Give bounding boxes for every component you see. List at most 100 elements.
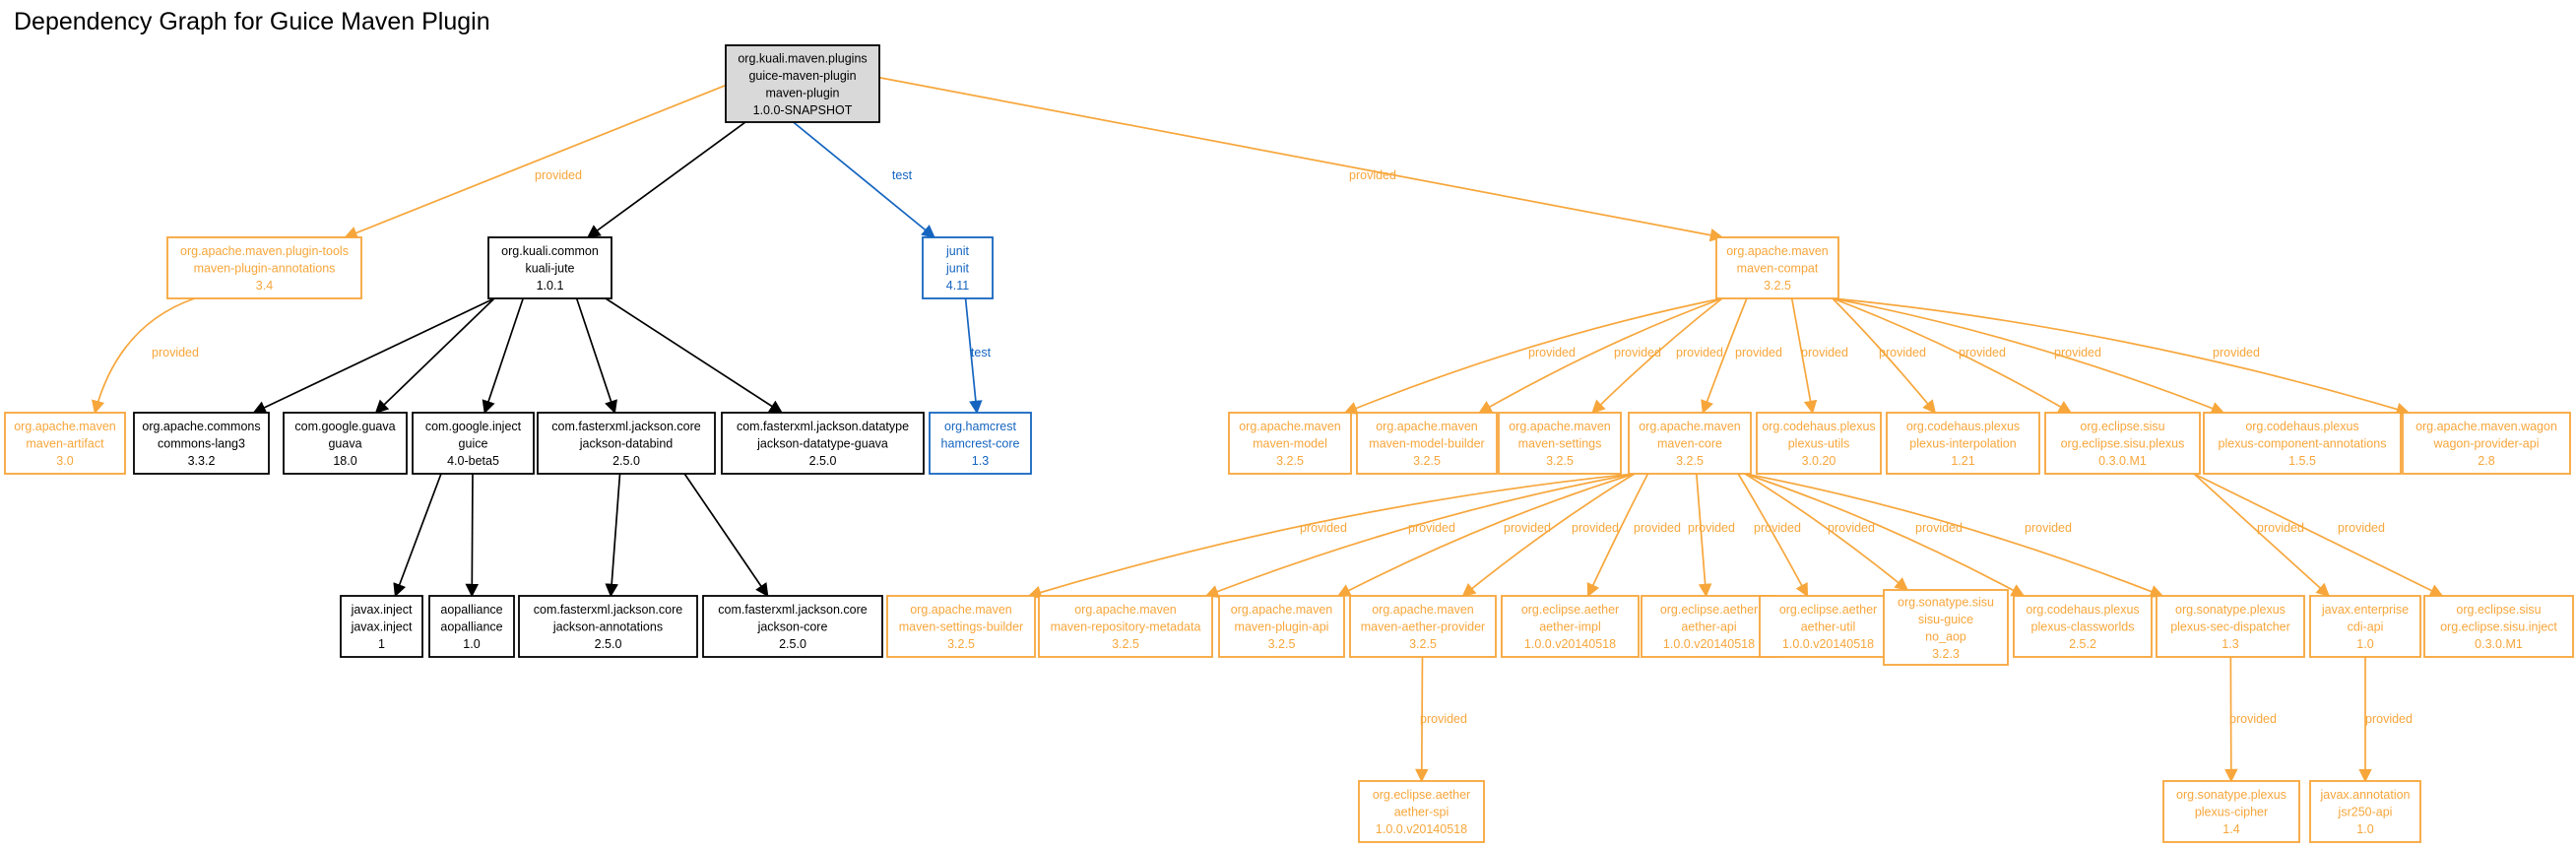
node-label-line: org.apache.maven.wagon (2415, 420, 2557, 433)
node-label-line: 3.2.5 (1276, 454, 1304, 468)
node-label-line: org.apache.maven (1231, 603, 1333, 617)
edge-compat-pinterp: provided (1832, 297, 1937, 415)
edge-line (344, 84, 727, 239)
node-label-line: aopalliance (440, 603, 502, 617)
edge-mcore-psd: provided (1744, 473, 2164, 598)
edge-line (1737, 473, 1809, 598)
node-label-line: maven-settings-builder (899, 620, 1023, 634)
edge-root-junit: test (793, 121, 935, 238)
edge-mcore-sisuguice: provided (1744, 473, 1909, 591)
node-jannot: com.fasterxml.jackson.corejackson-annota… (518, 595, 698, 658)
edge-line (2193, 473, 2444, 597)
edge-line (1461, 473, 1636, 597)
node-box (1038, 595, 1213, 658)
edge-databind-jannot (605, 473, 621, 598)
node-jcore: com.fasterxml.jackson.corejackson-core2.… (702, 595, 883, 658)
node-label-line: 1.0 (463, 637, 480, 651)
node-label-line: 1.0.0.v20140518 (1663, 637, 1755, 651)
node-label-line: jackson-datatype-guava (756, 437, 888, 451)
node-label-line: org.eclipse.aether (1660, 603, 1758, 617)
node-label-line: 4.11 (946, 279, 969, 293)
edge-compat-pca: provided (1832, 297, 2225, 415)
node-label-line: javax.enterprise (2321, 603, 2409, 617)
node-label-line: 18.0 (333, 454, 356, 468)
edge-line (482, 297, 525, 415)
edge-label: provided (1828, 521, 1875, 535)
node-label-line: aopalliance (440, 620, 502, 634)
node-pinterp: org.codehaus.plexusplexus-interpolation1… (1886, 412, 2040, 475)
edge-label: provided (2338, 521, 2385, 535)
node-label-line: plexus-sec-dispatcher (2170, 620, 2290, 634)
edge-line (91, 297, 195, 415)
node-box (1641, 595, 1777, 658)
node-label-line: cdi-api (2348, 620, 2384, 634)
node-box (725, 44, 880, 123)
node-label-line: plexus-utils (1788, 437, 1850, 451)
edge-label: provided (1349, 168, 1396, 182)
edge-label: provided (1300, 521, 1347, 535)
node-label-line: org.apache.maven (14, 420, 116, 433)
node-box (1498, 412, 1622, 475)
node-label-line: org.sonatype.sisu (1898, 595, 1994, 609)
node-label-line: jackson-databind (579, 437, 674, 451)
node-label-line: org.codehaus.plexus (1906, 420, 2020, 433)
node-label-line: 1.0.1 (537, 279, 564, 293)
edge-line (1695, 473, 1712, 598)
edge-kj-guice (482, 297, 525, 415)
node-label-line: maven-artifact (26, 437, 104, 451)
edge-label: provided (1801, 346, 1848, 359)
node-label-line: maven-aether-provider (1361, 620, 1485, 634)
node-label-line: 2.5.0 (809, 454, 837, 468)
edge-label: provided (1572, 521, 1619, 535)
edge-line (1744, 473, 1909, 591)
edge-label: provided (1504, 521, 1551, 535)
node-label-line: 0.3.0.M1 (2475, 637, 2523, 651)
edge-line (252, 297, 495, 414)
node-box (2402, 412, 2571, 475)
edge-line (1204, 473, 1636, 598)
node-label-line: org.apache.maven (910, 603, 1012, 617)
edge-label: provided (535, 168, 582, 182)
node-label-line: 2.5.0 (595, 637, 622, 651)
node-box (1886, 412, 2040, 475)
edge-line (1744, 473, 2026, 597)
edge-line (1027, 473, 1636, 599)
node-label-line: maven-plugin-api (1235, 620, 1329, 634)
node-label-line: plexus-component-annotations (2219, 437, 2387, 451)
node-label-line: 1.5.5 (2288, 454, 2316, 468)
edge-guice-jinject (393, 473, 442, 598)
edge-label: provided (1879, 346, 1926, 359)
edge-compat-putils: provided (1790, 297, 1848, 415)
node-label-line: kuali-jute (525, 262, 574, 276)
node-label-line: 2.8 (2478, 454, 2494, 468)
node-label-line: maven-compat (1737, 262, 1819, 276)
node-box (412, 412, 535, 475)
node-label-line: junit (945, 244, 969, 258)
node-label-line: org.codehaus.plexus (2026, 603, 2139, 617)
node-label-line: org.apache.maven (1726, 244, 1829, 258)
node-box (518, 595, 698, 658)
node-label-line: 1.3 (2222, 637, 2238, 651)
edge-guice-aop (465, 473, 480, 598)
node-label-line: 4.0-beta5 (447, 454, 499, 468)
node-box (2044, 412, 2201, 475)
edge-mcore-msb: provided (1027, 473, 1636, 599)
node-box (340, 595, 423, 658)
edge-mcore-map: provided (1461, 473, 1636, 597)
edge-label: provided (1915, 521, 1963, 535)
edge-pta-artifact: provided (91, 297, 199, 415)
node-box (1501, 595, 1640, 658)
node-label-line: 1.0.0.v20140518 (1524, 637, 1616, 651)
edge-kj-guava (374, 297, 495, 414)
edge-line (1832, 297, 1937, 415)
edge-root-compat: provided (878, 76, 1724, 242)
edge-line (964, 297, 983, 415)
